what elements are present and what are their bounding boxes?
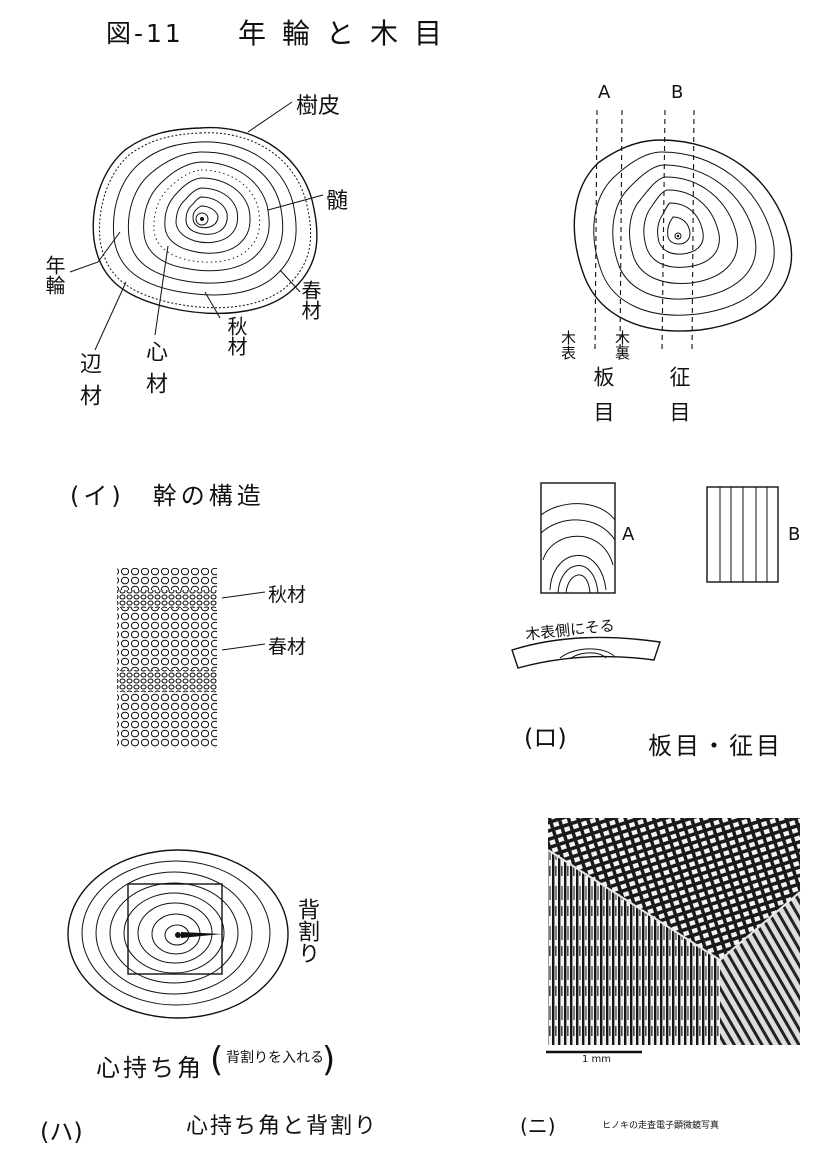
caption-ni-marker: (ニ): [520, 1114, 556, 1138]
board-b-straight-grain: [706, 486, 779, 583]
label-back-split: 背割り: [294, 898, 319, 964]
board-a-flat-grain: [540, 482, 616, 594]
paren-open: (: [210, 1040, 224, 1080]
trunk-cross-section: [69, 101, 324, 351]
sem-photo: [546, 818, 801, 1054]
label-heartwood: 心材: [142, 340, 167, 404]
caption-ni: ヒノキの走査電子顕微鏡写真: [602, 1121, 720, 1131]
label-autumn-wood: 秋材: [224, 316, 248, 356]
label-boxed-heart: 心持ち角: [96, 1054, 204, 1082]
label-pith: 髄: [326, 189, 349, 214]
figure-number: 図-11: [106, 19, 184, 48]
caption-i: (イ) 幹の構造: [70, 482, 265, 510]
label-bark: 樹皮: [296, 94, 341, 119]
cut-label-b: B: [671, 82, 684, 103]
wood-cell-detail: [117, 568, 266, 748]
caption-ro: 板目・征目: [648, 732, 783, 760]
label-growth-ring: 年輪: [42, 255, 66, 295]
paren-close: ): [322, 1040, 336, 1080]
board-label-b: B: [788, 524, 801, 545]
board-label-a: A: [622, 524, 635, 545]
figure-title: 年輪と木目: [238, 17, 459, 50]
warped-board: [511, 636, 661, 669]
boxed-heart-log: [67, 849, 289, 1019]
caption-ha-marker: (ハ): [40, 1118, 83, 1146]
detail-label-autumn-wood: 秋材: [268, 584, 307, 606]
label-sapwood: 辺材: [76, 352, 101, 416]
label-spring-wood: 春材: [298, 280, 322, 320]
label-flat-grain: 板目: [591, 366, 615, 436]
label-straight-grain: 征目: [667, 366, 691, 436]
label-inner-face: 木裏: [613, 330, 631, 360]
caption-ro-marker: (ロ): [524, 724, 567, 752]
scale-bar-label: 1 mm: [582, 1054, 612, 1065]
bark-outline: [92, 126, 318, 315]
log-cut-diagram: [573, 109, 793, 353]
label-outer-face: 木表: [559, 330, 577, 360]
label-boxed-heart-paren: 背割りを入れる: [226, 1050, 324, 1066]
caption-ha: 心持ち角と背割り: [186, 1114, 379, 1139]
detail-label-spring-wood: 春材: [268, 636, 307, 658]
cut-label-a: A: [598, 82, 611, 103]
